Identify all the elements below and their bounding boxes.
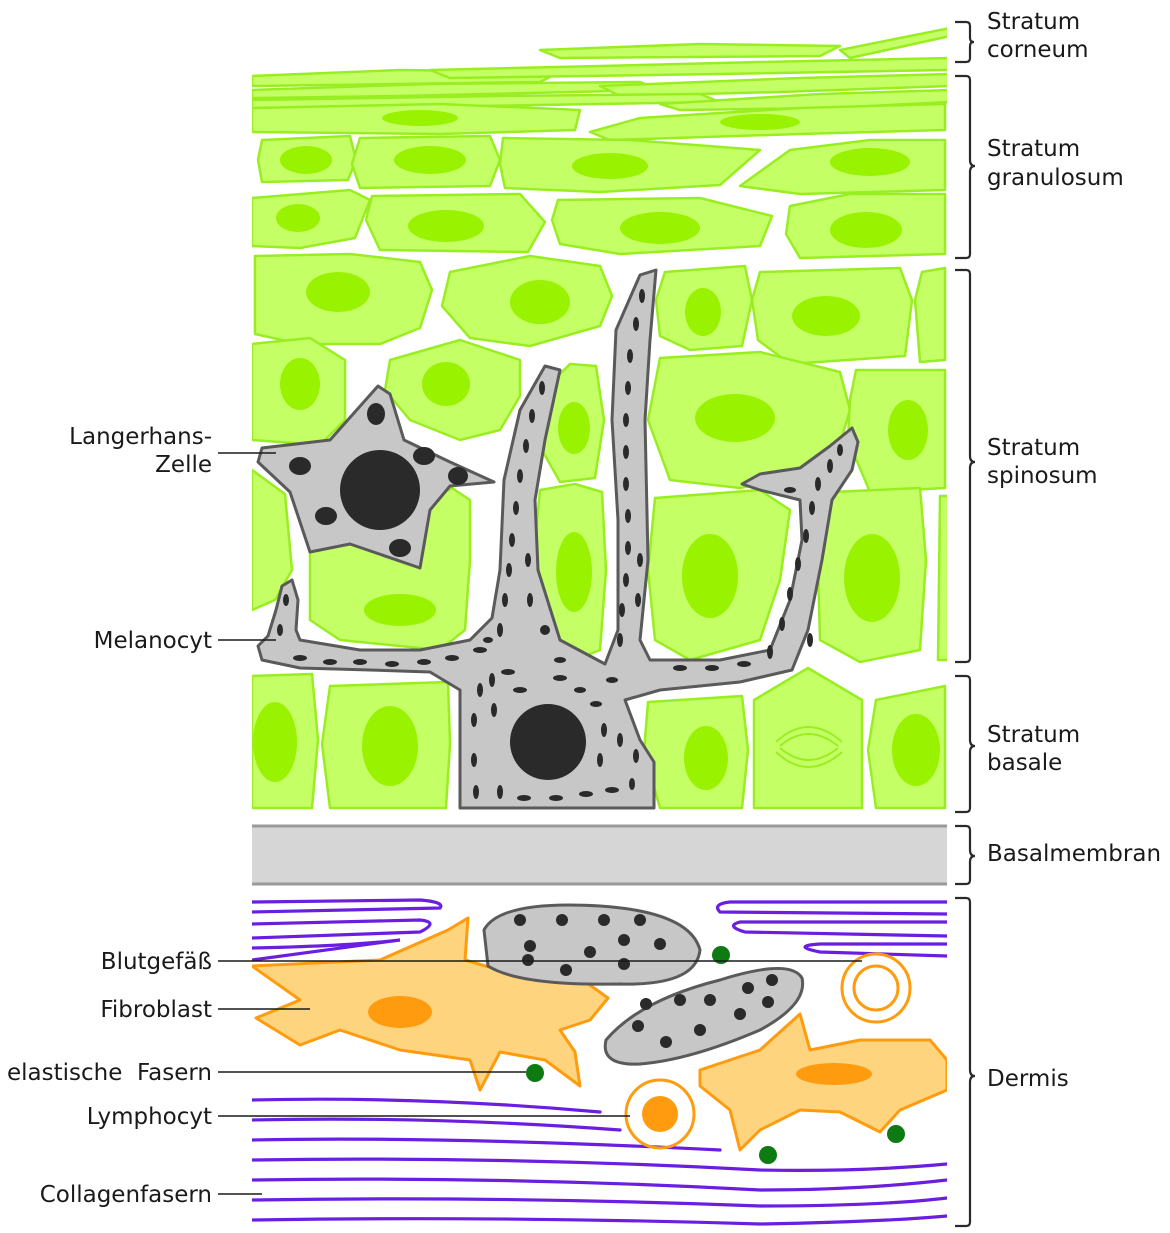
label-blutgefaess: Blutgefäß — [101, 949, 212, 975]
basal-membrane — [252, 826, 947, 884]
blood-vessel-upper — [484, 905, 700, 984]
label-lymphocyt: Lymphocyt — [87, 1104, 212, 1130]
label-corneum-line2: corneum — [987, 37, 1088, 63]
label-melanocyt: Melanocyt — [94, 628, 212, 654]
collagen-fibers-top-right — [718, 902, 947, 956]
label-langerhans-line1: Langerhans- — [69, 424, 212, 450]
stratum-granulosum-cells — [252, 104, 945, 258]
label-granulosum-line1: Stratum — [987, 136, 1080, 162]
layer-brackets — [955, 22, 975, 1226]
label-dermis: Dermis — [987, 1066, 1069, 1092]
label-basalmembran: Basalmembran — [987, 841, 1161, 867]
stratum-corneum-cells — [252, 28, 950, 110]
label-corneum-line1: Stratum — [987, 9, 1080, 35]
label-collagenfasern: Collagenfasern — [40, 1182, 212, 1208]
lymphocyte-upper-right — [842, 954, 910, 1022]
epidermis — [252, 28, 950, 808]
bracket-basale — [955, 676, 975, 812]
bracket-corneum — [955, 22, 974, 62]
label-basale-line1: Stratum — [987, 722, 1080, 748]
label-fibroblast: Fibroblast — [100, 997, 212, 1023]
layer-labels: Stratum corneum Stratum granulosum Strat… — [987, 9, 1161, 1092]
bracket-spinosum — [955, 270, 975, 662]
lymphocyte-lower — [626, 1080, 694, 1148]
label-spinosum-line1: Stratum — [987, 435, 1080, 461]
label-basale-line2: basale — [987, 750, 1062, 776]
bracket-granulosum — [955, 76, 975, 258]
structure-labels: Langerhans- Zelle Melanocyt Blutgefäß Fi… — [7, 424, 212, 1208]
bracket-dermis — [955, 898, 975, 1226]
dermis — [252, 900, 947, 1224]
label-elastische-fasern: elastische Fasern — [7, 1060, 212, 1086]
label-langerhans-line2: Zelle — [155, 452, 212, 478]
collagen-fibers-bottom — [252, 1099, 947, 1224]
label-granulosum-line2: granulosum — [987, 165, 1124, 191]
label-spinosum-line2: spinosum — [987, 463, 1098, 489]
bracket-basalmembran — [955, 826, 975, 884]
